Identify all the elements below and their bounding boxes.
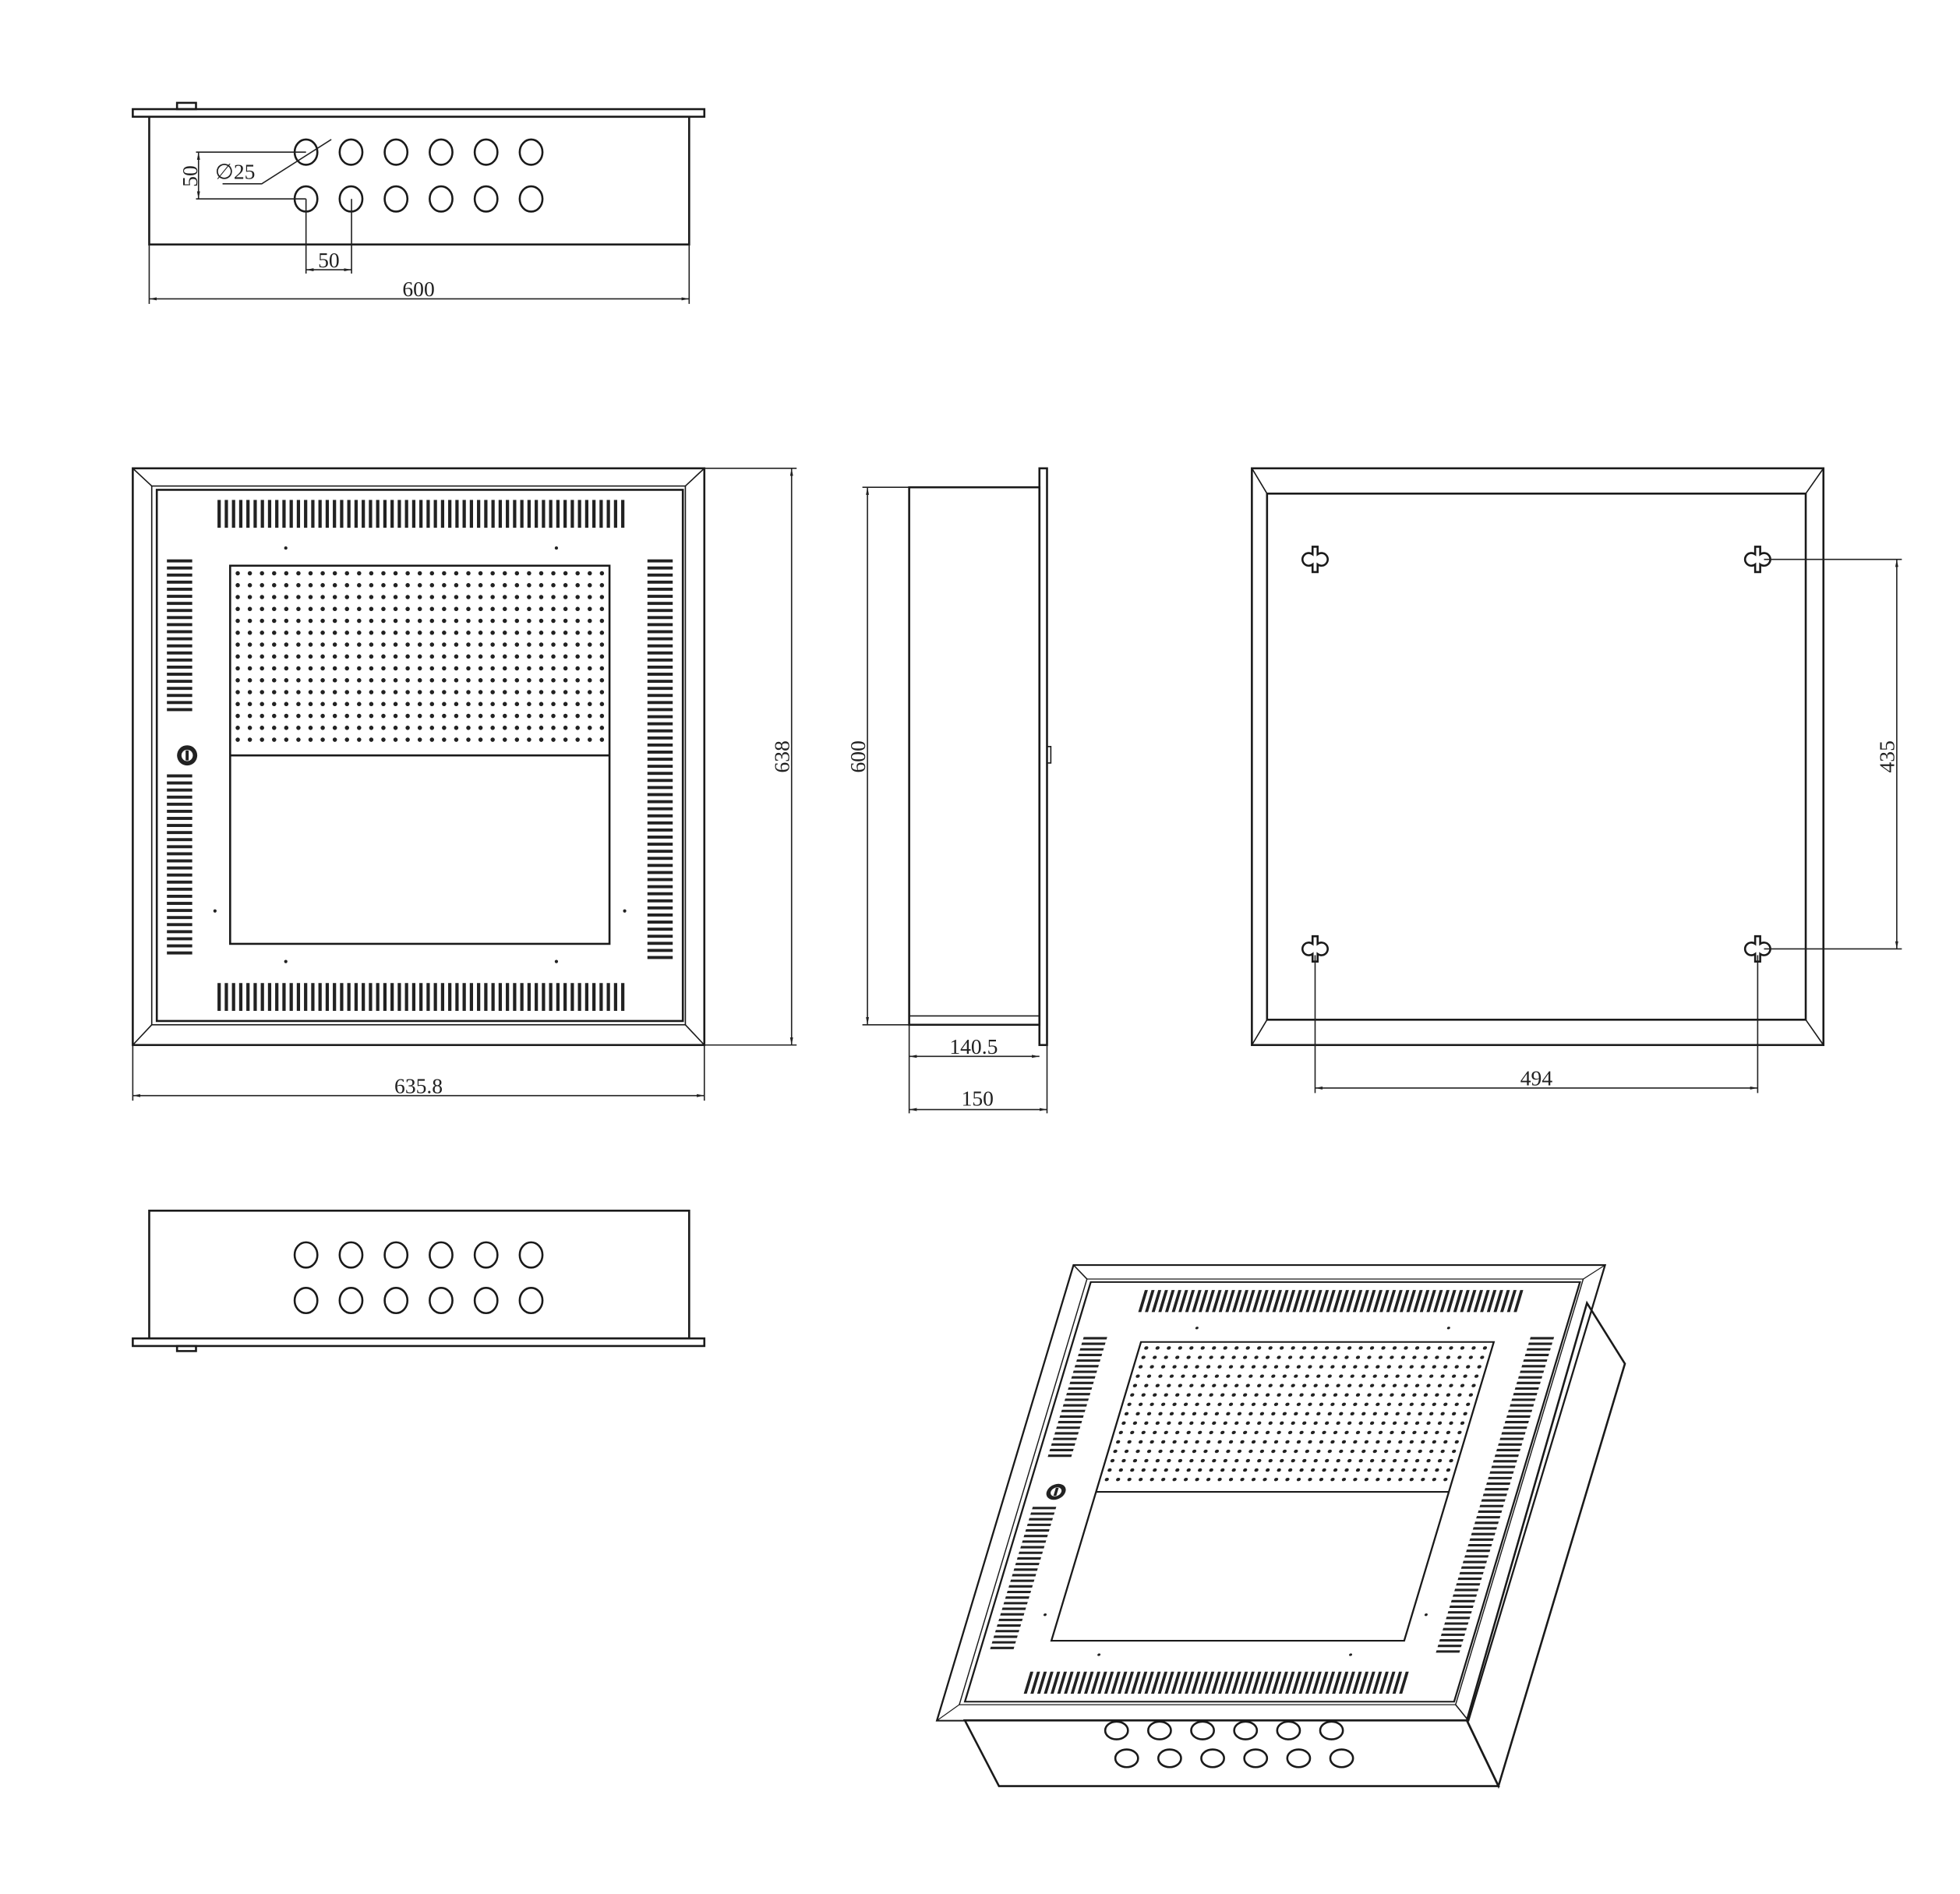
cable-hole [1319,1720,1344,1740]
cable-hole [1104,1720,1129,1740]
cable-hole [473,138,499,166]
side-outer-depth-label: 150 [962,1087,994,1111]
cable-hole [518,1286,544,1315]
hole-diameter-label: ∅25 [215,159,256,183]
front-view [132,467,706,1047]
mount-vertical-label: 435 [1875,740,1899,772]
mount-horizontal-label: 494 [1520,1066,1553,1090]
row-spacing-label: 50 [178,165,202,187]
iso-holes [1104,1720,1354,1769]
back-view: 435 494 [1251,467,1902,1094]
cable-hole [1114,1748,1139,1769]
cable-hole [338,138,364,166]
cable-hole [1190,1720,1215,1740]
cable-hole [429,1241,454,1269]
perforation-grid [235,571,605,742]
top-width-label: 600 [402,277,434,301]
cable-hole [429,1286,454,1315]
keyhole-icon [1743,935,1771,963]
cable-hole [473,1241,499,1269]
isometric-front-face [935,1263,1606,1722]
top-holes [293,138,544,213]
bottom-holes [293,1241,544,1315]
cable-hole [1147,1720,1172,1740]
keyhole-icon [1301,935,1329,963]
cable-hole [293,1241,319,1269]
cable-hole [383,1241,409,1269]
cable-hole [1200,1748,1225,1769]
side-height-label: 600 [846,740,870,772]
isometric-view [935,1263,1626,1790]
cable-hole [518,185,544,213]
cable-hole [1233,1720,1259,1740]
bottom-view [132,1210,706,1352]
cable-hole [473,185,499,213]
cable-hole [473,1286,499,1315]
cable-hole [383,185,409,213]
side-view: 600 140.5 150 [846,467,1052,1114]
cable-hole [383,138,409,166]
keyhole-mounts [1301,546,1771,963]
cable-hole [1243,1748,1269,1769]
top-view: 600 50 50 ∅25 [132,101,706,304]
cable-hole [338,1286,364,1315]
cable-hole [383,1286,409,1315]
cable-hole [1157,1748,1182,1769]
keyhole-icon [1743,546,1771,574]
cable-hole [429,185,454,213]
cable-hole [1276,1720,1301,1740]
cable-hole [1286,1748,1312,1769]
front-dimensions: 638 635.8 [132,468,797,1101]
front-height-label: 638 [769,740,793,772]
cable-hole [518,1241,544,1269]
cable-hole [293,1286,319,1315]
cable-hole [1329,1748,1354,1769]
cable-hole [429,138,454,166]
hole-spacing-label: 50 [318,248,340,272]
cable-hole [518,138,544,166]
vent-slots [167,500,673,1011]
front-width-label: 635.8 [394,1073,443,1097]
keyhole-icon [1301,546,1329,574]
side-inner-depth-label: 140.5 [949,1034,998,1058]
cable-hole [338,1241,364,1269]
lock-icon [177,745,198,766]
